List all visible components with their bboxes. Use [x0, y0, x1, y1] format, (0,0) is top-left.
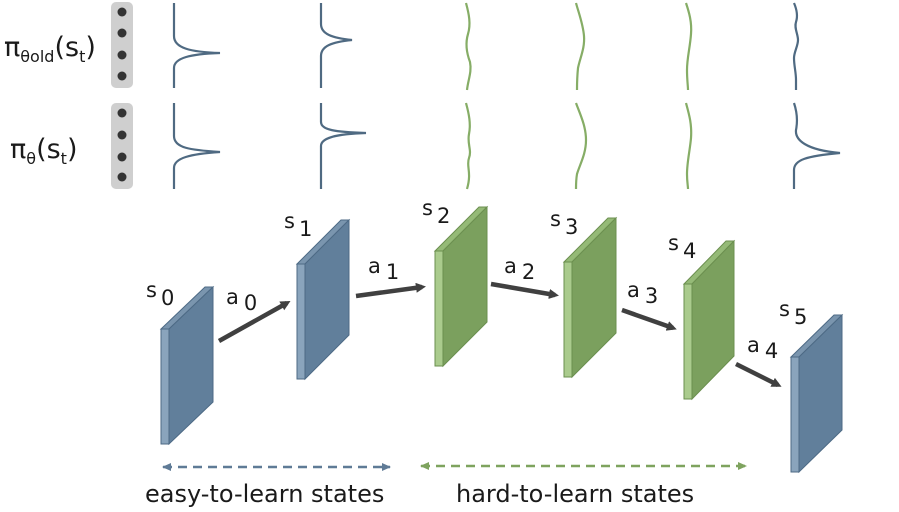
old-dist-s3: [574, 2, 586, 91]
action-arrow-a2: [490, 281, 559, 299]
old-policy-label: πθold(st): [4, 32, 96, 66]
new-dist-s1: [319, 103, 367, 189]
state-s3: [562, 216, 618, 379]
action-arrow-a0: [217, 301, 291, 343]
new-dist-s2: [464, 102, 472, 190]
state-s2: [433, 205, 489, 368]
state-s0: [159, 285, 215, 446]
easy-states-caption: easy-to-learn states: [145, 480, 384, 508]
new-policy-label: πθ(st): [10, 134, 78, 168]
action-arrows: [217, 281, 782, 388]
new-dist-s4: [684, 102, 693, 190]
new-dist-s0: [172, 103, 221, 189]
state-s5: [789, 313, 844, 474]
old-dist-s4: [684, 2, 693, 91]
state-s4: [682, 239, 736, 401]
old-policy-action-panel: [111, 2, 133, 88]
old-dist-s0: [172, 3, 221, 88]
new-policy-distributions: [172, 102, 841, 190]
action-arrow-a4: [734, 361, 782, 388]
old-policy-distributions: [172, 2, 800, 91]
state-s1: [295, 218, 351, 381]
old-dist-s5: [792, 2, 800, 90]
action-arrow-a3: [621, 307, 677, 331]
hard-states-caption: hard-to-learn states: [456, 480, 694, 508]
old-dist-s1: [319, 3, 353, 88]
new-policy-action-panel: [111, 103, 133, 189]
svg-text:πθold(st): πθold(st): [4, 32, 96, 66]
action-arrow-a1: [355, 282, 426, 299]
new-dist-s3: [574, 102, 588, 190]
svg-text:πθ(st): πθ(st): [10, 134, 78, 168]
old-dist-s2: [464, 2, 472, 91]
new-dist-s5: [792, 102, 841, 189]
